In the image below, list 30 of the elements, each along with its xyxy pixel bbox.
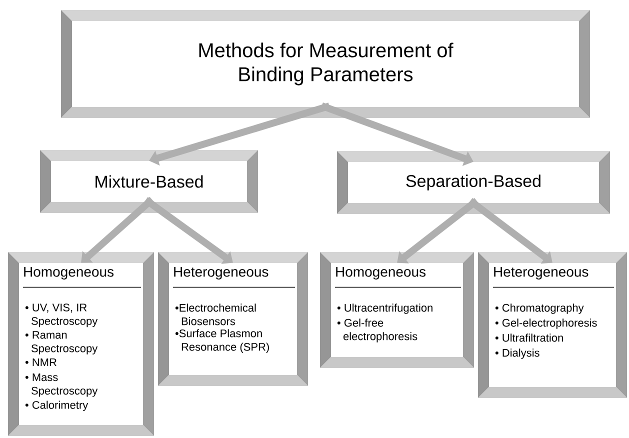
node-label: • NMR xyxy=(25,358,56,366)
node-label: • Calorimetry xyxy=(25,400,88,412)
node-label: •Electrochemical Biosensors xyxy=(175,304,256,326)
node-label: Mixture-Based xyxy=(96,175,203,188)
category-box: Separation-Based xyxy=(337,151,610,214)
node-label: • Gel-free electrophoresis xyxy=(337,318,418,342)
node-label: • Gel-electrophoresis xyxy=(495,318,597,329)
node-label: •Surface Plasmon Resonance (SPR) xyxy=(175,329,269,353)
category-box: Homogeneous • Ultracentrifugation • Gel-free electrophoresis xyxy=(320,252,474,368)
title-box: Methods for Measurement of Binding Parameters xyxy=(61,10,590,118)
node-label: Separation-Based xyxy=(406,174,540,190)
node-label: Homogeneous xyxy=(336,266,426,280)
category-box: Mixture-Based xyxy=(40,150,258,213)
category-box: Heterogeneous • Chromatography • Gel-electrophoresis • Ultrafiltration • Dialysis xyxy=(478,252,627,398)
node-label: Heterogeneous xyxy=(494,266,588,280)
arrow xyxy=(397,198,479,264)
node-label: • Raman Spectroscopy xyxy=(25,331,98,354)
arrow xyxy=(81,196,154,263)
node-label: • Mass Spectroscopy xyxy=(25,373,98,397)
node-label: • UV, VIS, IR Spectroscopy xyxy=(25,304,98,328)
node-label: Homogeneous xyxy=(24,266,114,280)
arrow xyxy=(144,197,233,264)
category-box: Heterogeneous •Electrochemical Biosensors •Surface Plasmon Resonance (SPR) xyxy=(158,252,308,386)
node-label: • Dialysis xyxy=(495,348,540,359)
node-label: Methods for Measurement of Binding Parameters xyxy=(199,42,454,86)
category-box: Homogeneous • UV, VIS, IR Spectroscopy • Raman Spectroscopy • NMR • Mass Spectroscopy • Calorimetry xyxy=(8,252,154,436)
node-label: • Ultracentrifugation xyxy=(337,304,432,314)
node-label: • Chromatography xyxy=(495,304,584,314)
node-label: Heterogeneous xyxy=(174,266,268,280)
node-label: • Ultrafiltration xyxy=(495,334,563,342)
